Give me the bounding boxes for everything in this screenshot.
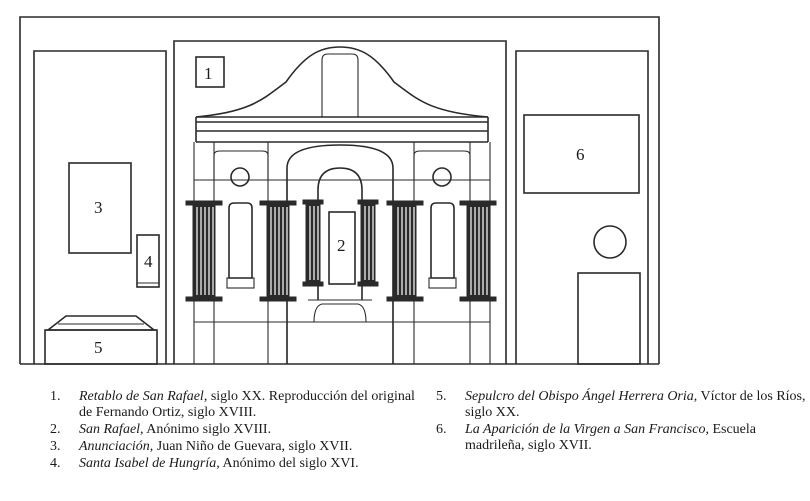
- legend-right-column: 5. Sepulcro del Obispo Ángel Herrera Ori…: [436, 389, 806, 455]
- legend-item-title: Santa Isabel de Hungría: [79, 456, 217, 471]
- outer-frame: [19, 16, 660, 365]
- legend-item: 4. Santa Isabel de Hungría, Anónimo del …: [50, 456, 420, 472]
- legend-item-details: , Juan Niño de Guevara, siglo XVII.: [149, 439, 353, 454]
- legend-item-title: San Rafael: [79, 422, 141, 437]
- retablo-1: [173, 40, 507, 364]
- legend-item-title: Sepulcro del Obispo Ángel Herrera Oria: [465, 389, 694, 404]
- oculus-right: [593, 225, 627, 259]
- retablo-label-box: [195, 56, 225, 88]
- legend-item-details: , Anónimo siglo XVIII.: [140, 422, 272, 437]
- left-wall-panel: [33, 50, 167, 364]
- legend-item-details: , Escuela madrileña, siglo XVII.: [465, 422, 756, 453]
- legend-item-number: 2.: [50, 422, 61, 437]
- marker-2: 2: [337, 236, 346, 255]
- legend-item-details: , Anónimo del siglo XVI.: [216, 456, 359, 471]
- marker-4: 4: [144, 252, 153, 271]
- painting-4-frame: [136, 234, 160, 288]
- marker-5: 5: [94, 338, 103, 357]
- marker-6: 6: [576, 145, 585, 164]
- legend-item-number: 5.: [436, 389, 447, 404]
- marker-3: 3: [94, 198, 103, 217]
- legend-item-number: 1.: [50, 389, 61, 404]
- painting-3-frame: [68, 162, 132, 254]
- legend-item-title: Retablo de San Rafael: [79, 389, 204, 404]
- legend-item: 5. Sepulcro del Obispo Ángel Herrera Ori…: [436, 389, 806, 421]
- legend-item-details: , Víctor de los Ríos, siglo XX.: [465, 389, 806, 420]
- painting-6-frame: [523, 114, 640, 194]
- legend-left-column: 1. Retablo de San Rafael, siglo XX. Repr…: [50, 389, 420, 473]
- legend-item-number: 6.: [436, 422, 447, 437]
- tomb-5-shape: [44, 315, 158, 365]
- right-wall-panel: [515, 50, 649, 364]
- legend-item-number: 3.: [50, 439, 61, 454]
- legend-item-details: , siglo XX. Reproducción del original de…: [79, 389, 415, 420]
- columns: [185, 199, 497, 302]
- marker-1: 1: [204, 64, 213, 83]
- legend-item-title: Anunciación: [79, 439, 150, 454]
- legend-item: 6. La Aparición de la Virgen a San Franc…: [436, 422, 806, 454]
- legend-item: 2. San Rafael, Anónimo siglo XVIII.: [50, 422, 420, 438]
- legend-item-title: La Aparición de la Virgen a San Francisc…: [465, 422, 706, 437]
- legend-item: 1. Retablo de San Rafael, siglo XX. Repr…: [50, 389, 420, 421]
- legend-item-number: 4.: [50, 456, 61, 471]
- chapel-elevation-drawing: 1 2 3 4 5 6: [19, 16, 660, 365]
- doorway-right: [577, 272, 641, 365]
- legend-item: 3. Anunciación, Juan Niño de Guevara, si…: [50, 439, 420, 455]
